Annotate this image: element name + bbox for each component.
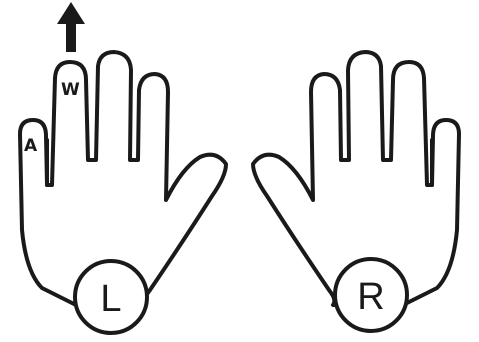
arrow-up-icon xyxy=(57,2,85,52)
key-a: A xyxy=(24,136,38,156)
left-hand-label: L xyxy=(100,278,121,320)
left-hand-badge: L xyxy=(75,261,147,333)
key-a-label: A xyxy=(24,136,38,156)
right-hand-label: R xyxy=(357,276,384,318)
key-w: W xyxy=(61,80,80,100)
right-hand-badge: R xyxy=(335,259,407,331)
key-w-label: W xyxy=(61,80,80,100)
